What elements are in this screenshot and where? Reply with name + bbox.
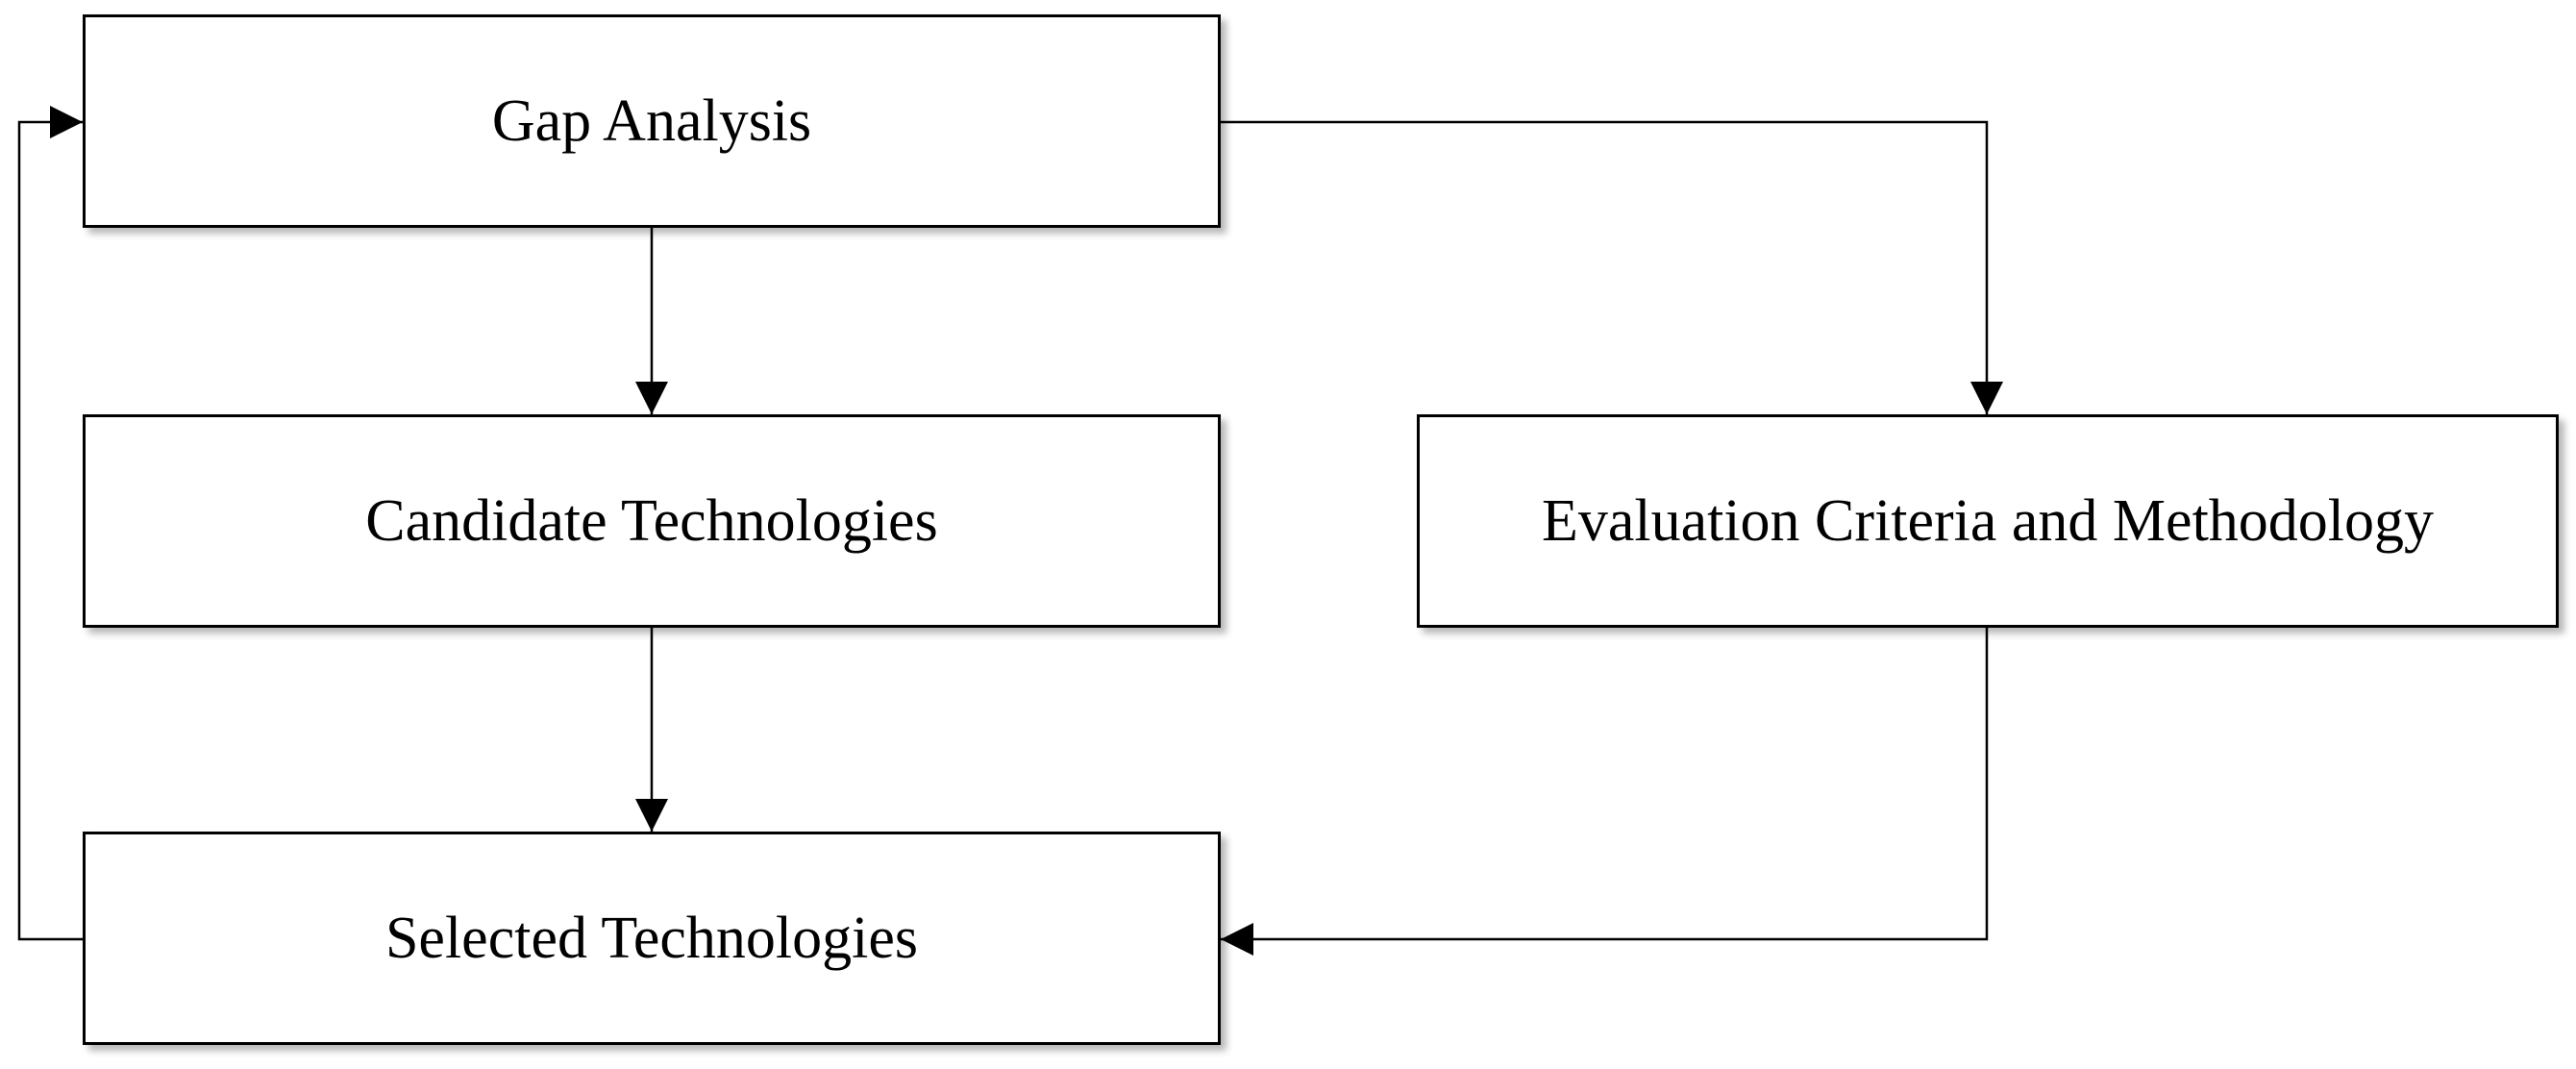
selected-technologies-label: Selected Technologies (384, 905, 919, 971)
candidate-technologies-label: Candidate Technologies (365, 487, 938, 554)
arrow-gap-to-evaluation (1221, 120, 2003, 414)
evaluation-criteria-label: Evaluation Criteria and Methodology (1541, 487, 2435, 554)
gap-analysis-label: Gap Analysis (491, 87, 812, 154)
candidate-technologies-box: Candidate Technologies (83, 414, 1221, 628)
arrow-selected-to-gap (17, 106, 83, 941)
gap-analysis-box: Gap Analysis (83, 14, 1221, 228)
evaluation-criteria-box: Evaluation Criteria and Methodology (1417, 414, 2559, 628)
arrow-evaluation-to-selected (1221, 628, 1989, 956)
selected-technologies-box: Selected Technologies (83, 832, 1221, 1045)
